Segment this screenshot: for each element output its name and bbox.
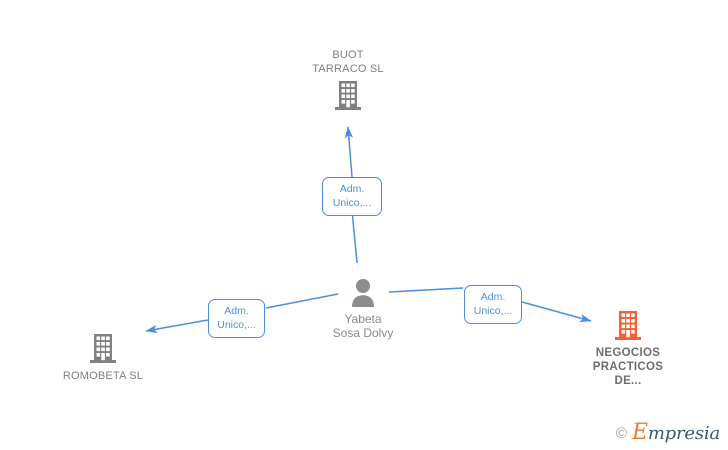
empresia-logo-rest: mpresia: [647, 423, 720, 444]
node-yabeta-sosa-dolvy[interactable]: Yabeta Sosa Dolvy: [283, 278, 443, 340]
relation-label-negocios-practicos[interactable]: Adm. Unico,...: [464, 285, 522, 324]
node-label-yabeta-sosa-dolvy: Yabeta Sosa Dolvy: [332, 312, 394, 340]
copyright-icon: ©: [615, 424, 627, 442]
building-icon: [615, 311, 641, 342]
node-label-negocios-practicos: NEGOCIOS PRACTICOS DE...: [592, 347, 664, 387]
edge-to-negocios-practicos: [388, 287, 592, 323]
empresia-logo-initial: E: [631, 420, 648, 445]
person-icon: [348, 278, 378, 308]
node-label-romobeta: ROMOBETA SL: [62, 370, 144, 382]
edge-to-buot-tarraco: [344, 126, 358, 264]
node-buot-tarraco[interactable]: BUOT TARRACO SL: [268, 48, 428, 112]
relation-label-romobeta[interactable]: Adm. Unico,...: [208, 299, 265, 338]
building-icon: [335, 81, 361, 112]
node-label-buot-tarraco: BUOT TARRACO SL: [312, 49, 384, 75]
building-icon: [90, 334, 116, 365]
empresia-logo: Empresia: [632, 422, 720, 444]
relation-label-buot-tarraco[interactable]: Adm. Unico,...: [322, 177, 382, 216]
empresia-watermark: © Empresia: [616, 422, 720, 444]
node-negocios-practicos[interactable]: NEGOCIOS PRACTICOS DE...: [548, 311, 708, 388]
node-romobeta[interactable]: ROMOBETA SL: [23, 334, 183, 383]
edge-to-romobeta: [145, 293, 339, 334]
